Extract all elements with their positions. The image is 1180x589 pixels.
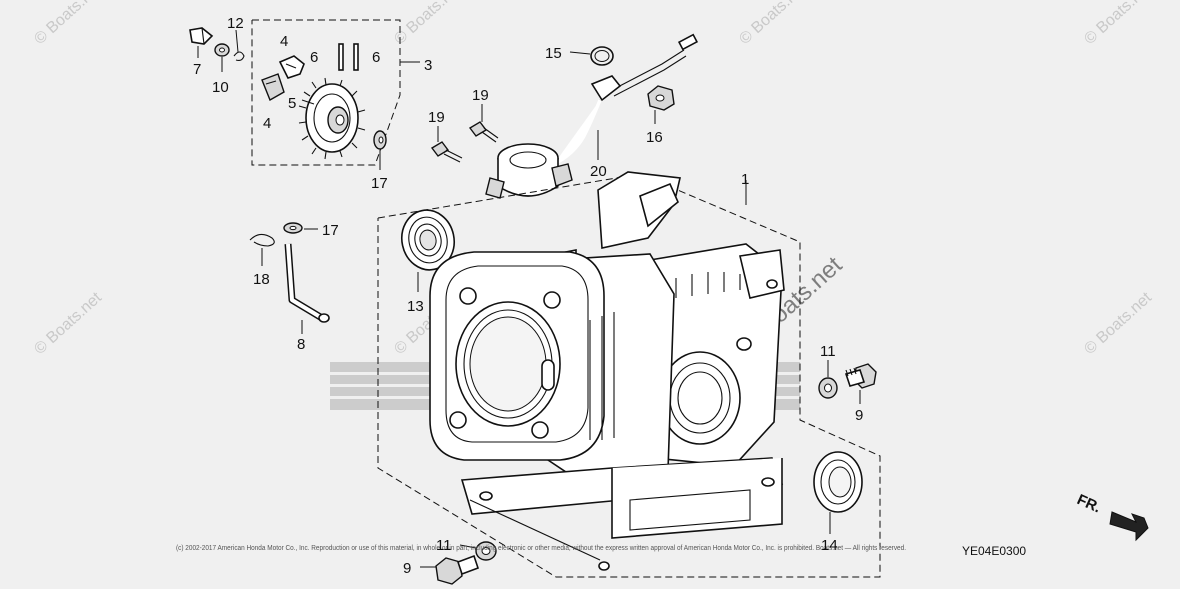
callout-16[interactable]: 16	[646, 129, 663, 146]
part-16-nut[interactable]	[647, 85, 675, 124]
part-19-bolt-upper[interactable]	[468, 104, 499, 143]
callout-5[interactable]: 5	[288, 95, 296, 112]
callout-13[interactable]: 13	[407, 298, 424, 315]
callout-6[interactable]: 6	[372, 49, 380, 66]
diagram-code: YE04E0300	[962, 544, 1026, 558]
part-18-clip[interactable]	[249, 233, 275, 266]
callout-7[interactable]: 7	[193, 61, 201, 78]
part-9-bolt-right[interactable]	[844, 363, 877, 404]
callout-4[interactable]: 4	[263, 115, 271, 132]
callout-labels: 1 3 4 4 5 6 6 7 8 9 9 10 11 11 12 13 14 …	[193, 15, 863, 577]
callout-14[interactable]: 14	[821, 537, 838, 554]
part-4-weight-lower[interactable]	[261, 73, 285, 102]
callout-4[interactable]: 4	[280, 33, 288, 50]
part-5-governor-gear[interactable]	[298, 77, 366, 160]
part-17-washer-upper[interactable]	[373, 130, 387, 170]
callout-15[interactable]: 15	[545, 45, 562, 62]
part-7-pin[interactable]	[189, 27, 214, 58]
cylinder-block-group-box	[377, 173, 881, 578]
part-4-weight-upper[interactable]	[278, 55, 305, 79]
callout-17[interactable]: 17	[371, 175, 388, 192]
callout-18[interactable]: 18	[253, 271, 270, 288]
part-8-governor-rod[interactable]	[284, 243, 330, 334]
callout-8[interactable]: 8	[297, 336, 305, 353]
part-1-cylinder-block[interactable]	[429, 171, 785, 571]
part-6-pin-left[interactable]	[338, 43, 344, 71]
callout-12[interactable]: 12	[227, 15, 244, 32]
part-19-bolt-lower[interactable]	[430, 126, 463, 163]
part-13-bearing[interactable]	[396, 205, 459, 292]
part-9-bolt-bottom[interactable]	[420, 554, 480, 585]
callout-10[interactable]: 10	[212, 79, 229, 96]
part-14-oil-seal[interactable]	[813, 451, 863, 534]
callout-19[interactable]: 19	[428, 109, 445, 126]
callout-1[interactable]: 1	[741, 171, 749, 188]
callout-11[interactable]: 11	[820, 343, 836, 360]
copyright-notice: (c) 2002-2017 American Honda Motor Co., …	[176, 545, 906, 552]
part-10-washer[interactable]	[214, 43, 230, 72]
callout-17[interactable]: 17	[322, 222, 339, 239]
callout-9[interactable]: 9	[403, 560, 411, 577]
part-6-pin-right[interactable]	[353, 43, 359, 71]
part-15-o-ring[interactable]	[569, 46, 614, 66]
callout-9[interactable]: 9	[855, 407, 863, 424]
callout-20[interactable]: 20	[590, 163, 607, 180]
callout-11[interactable]: 11	[436, 537, 452, 554]
callout-19[interactable]: 19	[472, 87, 489, 104]
part-12-clip[interactable]	[233, 29, 245, 62]
part-11-washer-right[interactable]	[818, 360, 838, 399]
part-17-washer-lower[interactable]	[283, 222, 318, 234]
part-11-washer-bottom[interactable]	[459, 541, 497, 561]
governor-group-box	[251, 19, 420, 166]
callout-6[interactable]: 6	[310, 49, 318, 66]
callout-3[interactable]: 3	[424, 57, 432, 74]
part-20-oil-switch[interactable]	[485, 33, 699, 199]
